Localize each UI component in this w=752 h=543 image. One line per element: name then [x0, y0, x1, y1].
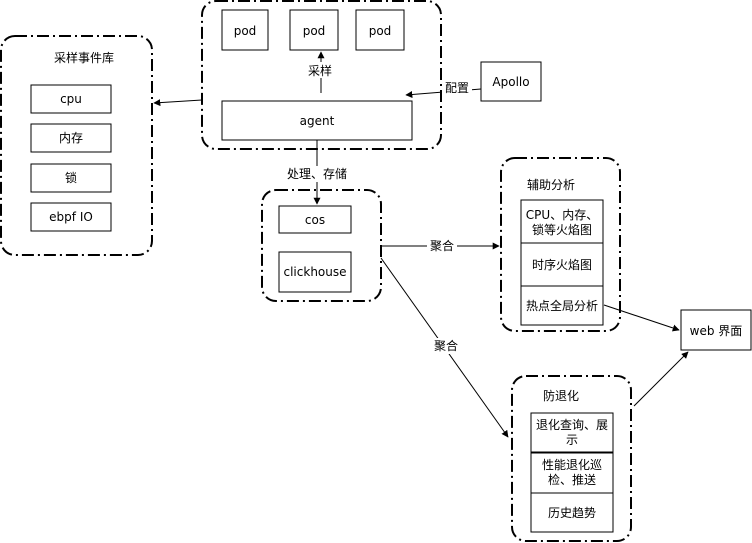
anti-item-regression-inspection-line1: 性能退化巡 [542, 458, 602, 472]
sampling-item-memory[interactable] [30, 123, 112, 153]
aux-item-timeseries-flamegraph[interactable] [520, 242, 604, 287]
aux-item-hotspot-analysis[interactable] [520, 285, 604, 326]
storage-item-cos-label: cos [305, 213, 325, 227]
web-ui-node[interactable] [680, 309, 752, 351]
label-bg-aggregate-bottom [431, 338, 461, 354]
storage-item-clickhouse-label: clickhouse [284, 265, 347, 279]
aux-item-timeseries-flamegraph-label: 时序火焰图 [532, 257, 592, 272]
aux-analysis-title: 辅助分析 [527, 178, 575, 192]
edge-label-config: 配置 [445, 81, 469, 95]
edge-anti-to-web [633, 351, 689, 407]
cluster-group [201, 0, 442, 150]
anti-regression-title: 防退化 [543, 388, 579, 403]
label-bg-config [442, 80, 472, 96]
storage-item-clickhouse[interactable] [278, 251, 352, 293]
web-ui-label: web 界面 [690, 324, 743, 338]
anti-item-history-trend-label: 历史趋势 [548, 506, 596, 520]
agent-box[interactable] [221, 100, 413, 141]
sampling-item-ebpf-io[interactable] [30, 202, 112, 232]
edge-label-aggregate-bottom: 聚合 [434, 338, 458, 353]
edge-label-process-store: 处理、存储 [287, 166, 347, 181]
aux-item-flamegraph-line1: CPU、内存、 [526, 208, 598, 222]
edge-aux-to-web [603, 304, 680, 332]
edge-label-sample: 采样 [308, 63, 332, 78]
label-bg-aggregate-top [427, 238, 457, 254]
anti-regression-group [511, 375, 632, 542]
storage-item-cos[interactable] [278, 205, 352, 234]
sampling-item-memory-label: 内存 [59, 131, 83, 145]
sampling-item-ebpf-io-label: ebpf IO [49, 210, 93, 224]
pod-box-1[interactable] [221, 9, 269, 51]
aux-item-flamegraph-line2: 锁等火焰图 [532, 222, 592, 237]
sampling-library-group [0, 35, 153, 256]
sampling-item-cpu[interactable] [30, 84, 112, 114]
anti-item-regression-query[interactable] [530, 412, 614, 453]
edge-cluster-to-sampling [153, 99, 203, 107]
sampling-item-cpu-label: cpu [60, 92, 82, 106]
pod-box-3[interactable] [355, 9, 405, 51]
label-bg-sample [305, 62, 335, 78]
anti-item-regression-inspection-line2: 检、推送 [548, 472, 596, 487]
pod-box-2[interactable] [289, 9, 339, 51]
sampling-item-lock-label: 锁 [65, 170, 77, 185]
anti-item-regression-query-line2: 示 [566, 433, 578, 447]
sampling-item-lock[interactable] [30, 163, 112, 193]
label-bg-process-store [284, 166, 350, 182]
aux-item-hotspot-analysis-label: 热点全局分析 [526, 298, 598, 313]
edge-label-aggregate-top: 聚合 [430, 238, 454, 253]
apollo-node[interactable] [480, 61, 542, 102]
pod-label-3: pod [369, 24, 392, 38]
pod-label-1: pod [234, 24, 257, 38]
anti-item-regression-inspection[interactable] [530, 452, 614, 494]
pod-label-2: pod [303, 24, 326, 38]
apollo-label: Apollo [492, 75, 529, 89]
sampling-library-title: 采样事件库 [54, 50, 114, 65]
anti-item-history-trend[interactable] [530, 492, 614, 533]
anti-item-regression-query-line1: 退化查询、展 [536, 418, 608, 432]
aux-analysis-group [500, 157, 621, 332]
aux-item-flamegraph[interactable] [520, 199, 604, 244]
agent-label: agent [300, 114, 335, 128]
